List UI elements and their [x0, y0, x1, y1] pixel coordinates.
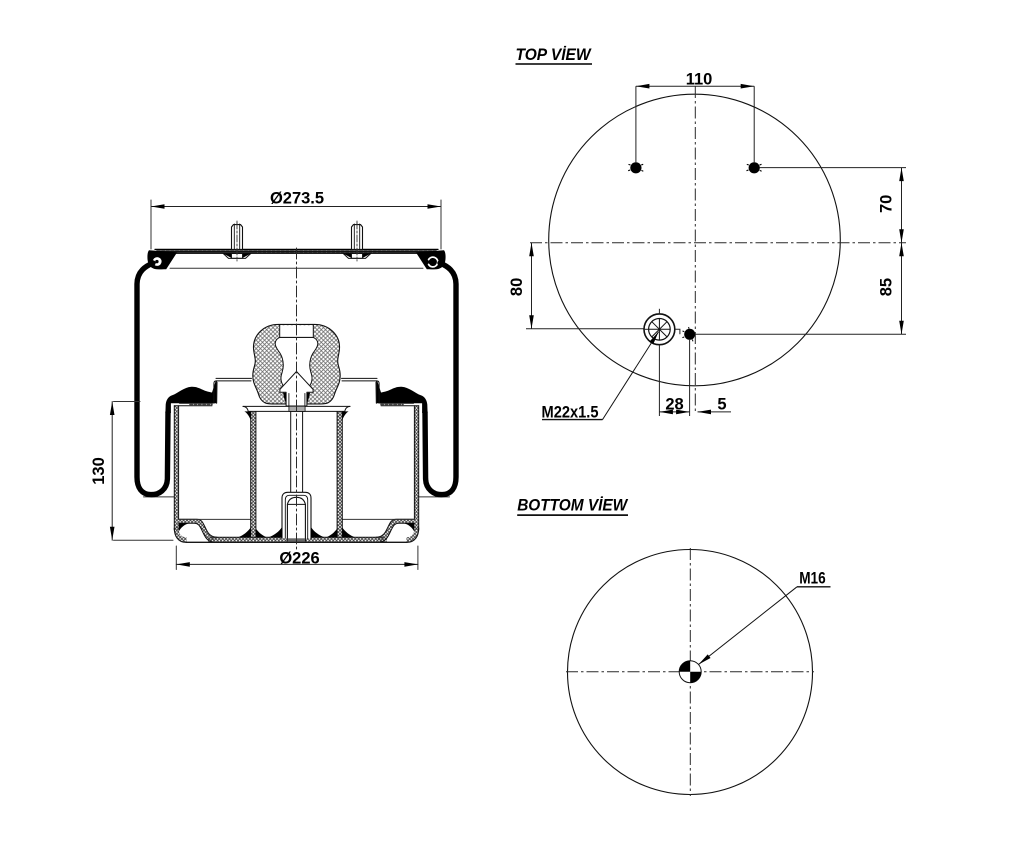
svg-text:TOP VİEW: TOP VİEW — [516, 46, 592, 64]
svg-text:28: 28 — [665, 396, 683, 414]
svg-text:Ø273.5: Ø273.5 — [270, 190, 324, 208]
svg-text:70: 70 — [877, 195, 895, 213]
svg-text:M22x1.5: M22x1.5 — [542, 403, 599, 421]
svg-text:BOTTOM VİEW: BOTTOM VİEW — [517, 497, 628, 515]
svg-text:110: 110 — [686, 71, 713, 89]
svg-text:M16: M16 — [799, 570, 826, 588]
svg-text:Ø226: Ø226 — [279, 549, 319, 567]
svg-text:80: 80 — [508, 278, 526, 296]
svg-text:85: 85 — [877, 278, 895, 296]
svg-text:5: 5 — [717, 396, 726, 414]
svg-text:130: 130 — [90, 457, 108, 485]
